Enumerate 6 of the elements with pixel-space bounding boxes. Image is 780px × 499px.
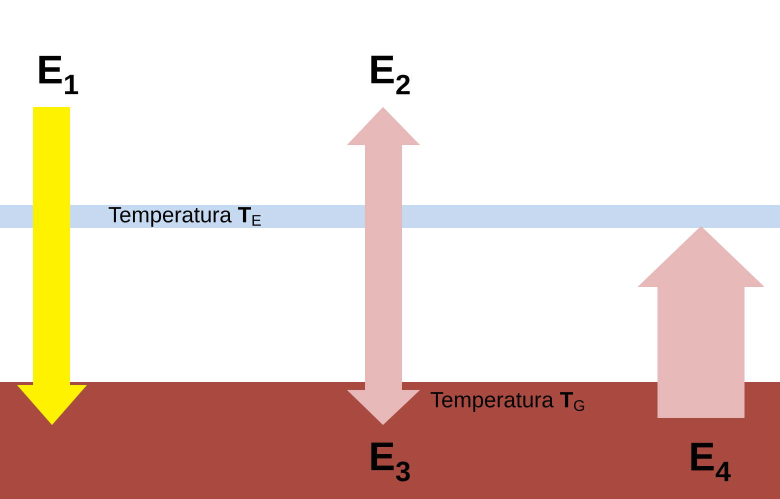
temperature-band: Temperatura T$_{E}$: [0, 205, 780, 228]
energy-label: E$_{2}$: [371, 56, 410, 94]
energy-label: E$_{4}$: [691, 442, 731, 482]
energy-label: E$_{1}$: [39, 56, 78, 94]
energy-label: E$_{3}$: [371, 442, 410, 482]
energy-arrow: [638, 226, 764, 418]
